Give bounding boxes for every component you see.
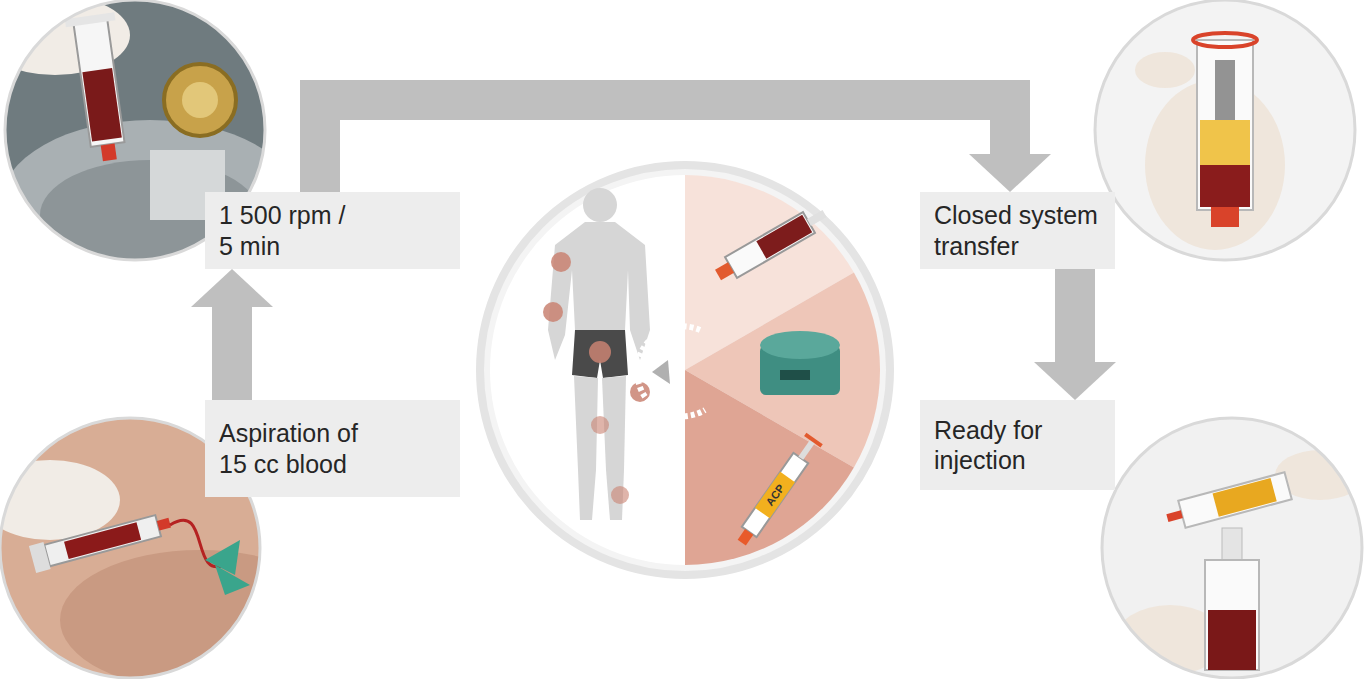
step-box: Closed system transfer (920, 192, 1115, 269)
transfer-photo (1090, 0, 1360, 270)
arrow-shaft (1055, 269, 1095, 363)
step-box: 1 500 rpm / 5 min (205, 192, 460, 269)
arrow-shaft (320, 100, 1010, 192)
step-box: Ready for injection (920, 400, 1115, 490)
photo-frame (1102, 418, 1362, 678)
flow-arrow (320, 100, 1051, 192)
arrow-shaft (212, 306, 252, 400)
center-illustration (480, 165, 890, 575)
arrow-head (191, 269, 273, 307)
arrow-head (1034, 362, 1116, 400)
step-box: Aspiration of 15 cc blood (205, 400, 460, 497)
step-text: Ready for injection (934, 415, 1101, 476)
arrow-head (969, 154, 1051, 192)
step-text: 1 500 rpm / 5 min (219, 200, 359, 261)
flow-arrow (1034, 269, 1116, 400)
ready-photo (1100, 418, 1364, 679)
photo-frame (1095, 0, 1355, 260)
flow-arrow (191, 269, 273, 400)
step-text: Closed system transfer (934, 200, 1101, 261)
step-text: Aspiration of 15 cc blood (219, 418, 379, 479)
